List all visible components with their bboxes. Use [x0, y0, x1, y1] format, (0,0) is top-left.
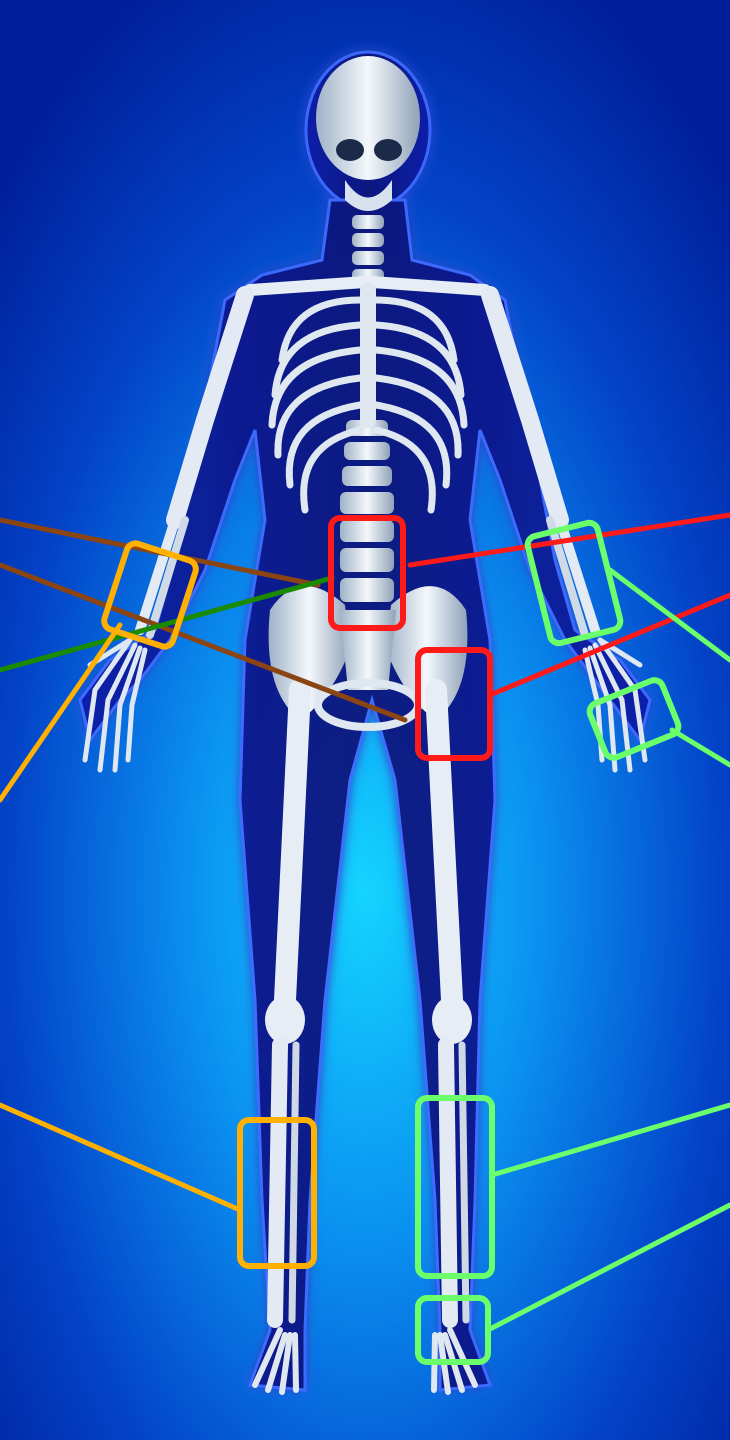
anatomy-illustration: [0, 0, 730, 1440]
skeleton-anatomy-image: [0, 0, 730, 1440]
